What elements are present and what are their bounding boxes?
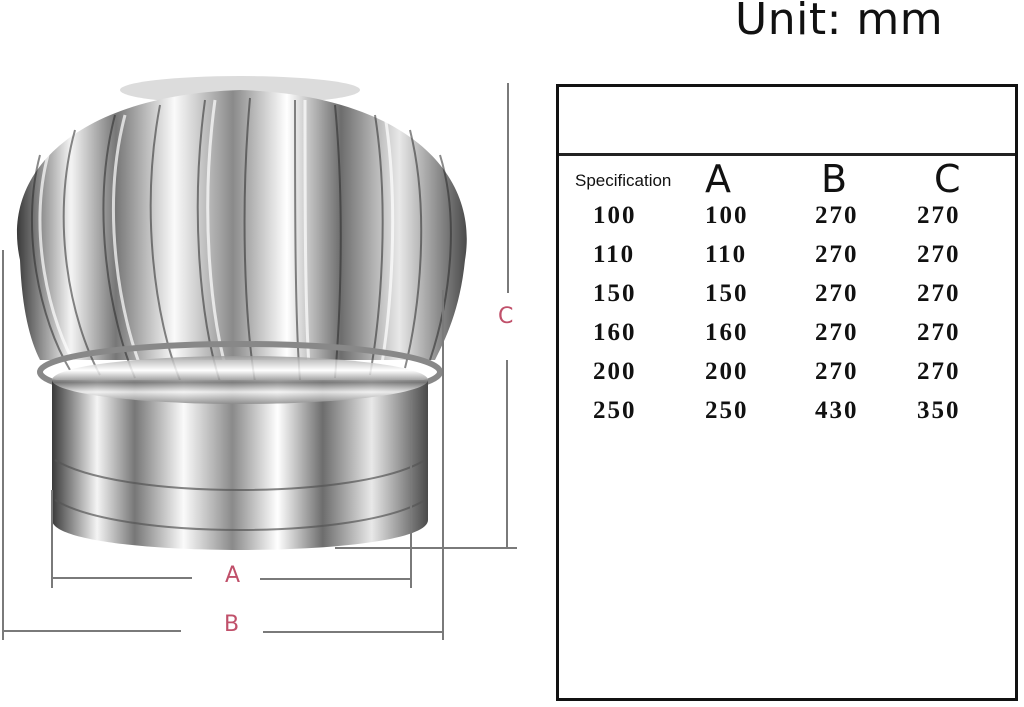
cell-b: 270 <box>815 358 859 385</box>
table-row: 110 110 270 270 <box>559 241 1015 280</box>
cell-a: 200 <box>705 358 749 385</box>
dimension-line-c-top <box>507 83 509 293</box>
table-title-band <box>559 87 1015 156</box>
table-row: 250 250 430 350 <box>559 397 1015 436</box>
dimension-line-a-left-tick <box>51 490 53 588</box>
dimension-line-b-right-tick <box>442 290 444 640</box>
cell-a: 150 <box>705 280 749 307</box>
turbine-ventilator-illustration <box>16 76 467 550</box>
cell-spec: 110 <box>593 241 636 268</box>
dimension-label-a: A <box>225 563 241 588</box>
cell-c: 270 <box>917 202 961 229</box>
dimension-line-b-left-tick <box>2 250 4 640</box>
cell-c: 270 <box>917 358 961 385</box>
cell-spec: 250 <box>593 397 637 424</box>
cell-b: 270 <box>815 319 859 346</box>
cell-spec: 200 <box>593 358 637 385</box>
cell-c: 350 <box>917 397 961 424</box>
dimension-line-a-right <box>260 578 411 580</box>
cell-c: 270 <box>917 241 961 268</box>
cell-spec: 160 <box>593 319 637 346</box>
table-row: 100 100 270 270 <box>559 202 1015 241</box>
dimension-line-a-right-tick <box>410 400 412 588</box>
cell-a: 250 <box>705 397 749 424</box>
dimension-line-b-left <box>3 630 181 632</box>
header-c: C <box>934 157 961 201</box>
cell-b: 270 <box>815 241 859 268</box>
dimension-line-b-right <box>263 631 443 633</box>
specification-table: Specification A B C 100 100 270 270 110 … <box>556 84 1018 701</box>
table-row: 160 160 270 270 <box>559 319 1015 358</box>
dimension-label-c: C <box>498 304 514 329</box>
cell-a: 160 <box>705 319 749 346</box>
cell-c: 270 <box>917 319 961 346</box>
cell-spec: 100 <box>593 202 637 229</box>
header-specification: Specification <box>575 171 672 190</box>
dimension-line-a-left <box>52 577 192 579</box>
table-row: 150 150 270 270 <box>559 280 1015 319</box>
unit-label: Unit: mm <box>735 0 944 45</box>
header-b: B <box>821 157 848 201</box>
dimension-line-c-base <box>335 547 517 549</box>
header-a: A <box>705 157 731 201</box>
cell-c: 270 <box>917 280 961 307</box>
cell-b: 430 <box>815 397 859 424</box>
dimension-line-c-bottom <box>506 360 508 548</box>
cell-b: 270 <box>815 280 859 307</box>
cell-a: 110 <box>705 241 748 268</box>
dimension-label-b: B <box>224 612 240 637</box>
table-row: 200 200 270 270 <box>559 358 1015 397</box>
cell-b: 270 <box>815 202 859 229</box>
cell-spec: 150 <box>593 280 637 307</box>
cell-a: 100 <box>705 202 749 229</box>
